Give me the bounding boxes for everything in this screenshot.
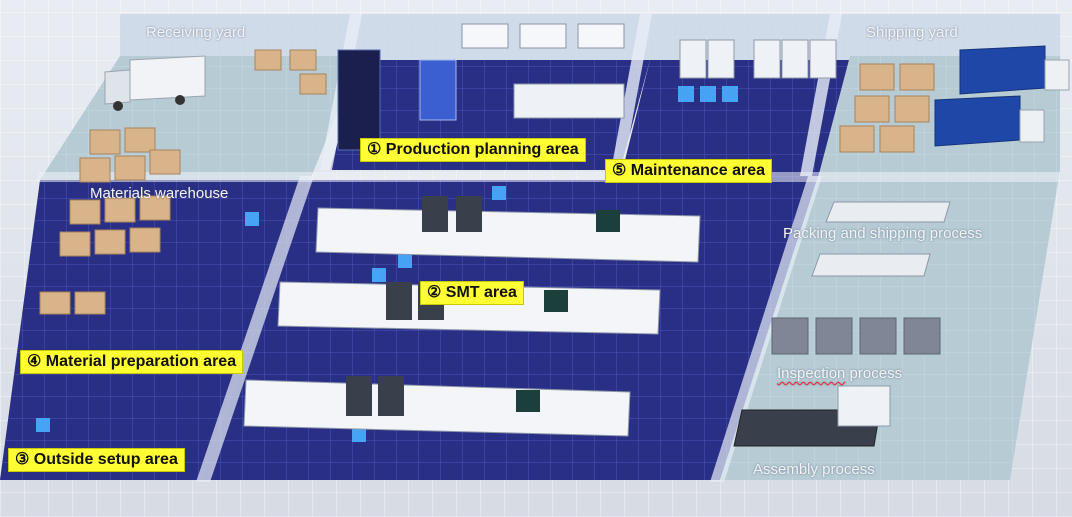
smt-line-3 — [243, 376, 631, 437]
inspection-rest: process — [845, 365, 903, 382]
glass-wall — [710, 176, 822, 482]
callout-material-preparation: ④ Material preparation area — [20, 350, 244, 374]
maintenance-cabinets — [679, 39, 837, 79]
planning-displays — [337, 23, 625, 151]
callout-outside-setup: ③ Outside setup area — [8, 448, 185, 472]
shipping-pallets — [839, 63, 935, 153]
glass-wall — [610, 14, 652, 176]
shipping-yard-label: Shipping yard — [866, 24, 958, 41]
callout-production-planning: ① Production planning area — [360, 138, 586, 162]
callout-smt: ② SMT area — [420, 281, 524, 305]
shipping-trucks — [934, 45, 1070, 147]
assembly-process-label: Assembly process — [753, 461, 875, 478]
glass-wall — [196, 176, 314, 482]
assembly-bench — [733, 385, 891, 447]
glass-wall — [36, 172, 1060, 182]
callout-maintenance: ⑤ Maintenance area — [605, 159, 773, 183]
receiving-yard-label: Receiving yard — [146, 24, 246, 41]
smt-line-1 — [315, 196, 701, 263]
materials-warehouse-label: Materials warehouse — [90, 185, 229, 202]
delivery-truck — [104, 55, 206, 111]
parts-cubes — [36, 86, 738, 442]
inspection-word: Inspection — [777, 365, 846, 382]
inspection-process-label: Inspection process — [777, 365, 902, 382]
maintenance-grid — [620, 60, 850, 180]
inspection-stations — [771, 317, 941, 355]
smt-line-2 — [277, 281, 661, 335]
packing-shipping-label: Packing and shipping process — [783, 225, 983, 242]
packing-conveyor — [811, 201, 951, 277]
box-racks — [39, 49, 327, 315]
